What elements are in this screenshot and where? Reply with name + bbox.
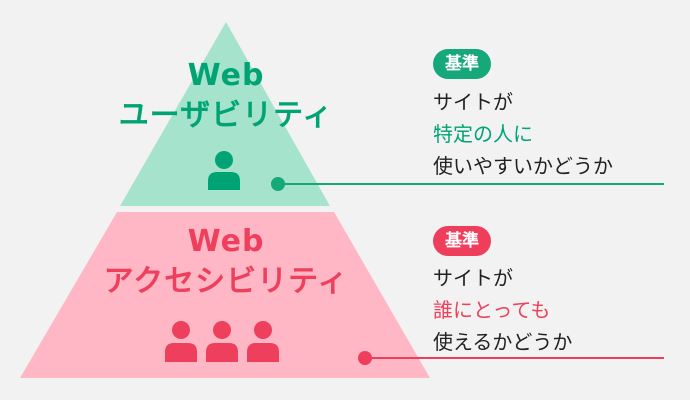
usability-connector-dot — [271, 177, 285, 191]
usability-title: Web ユーザビリティ — [96, 56, 356, 136]
usability-title-main: ユーザビリティ — [118, 98, 334, 133]
accessibility-desc-highlight: 誰にとっても — [433, 298, 551, 322]
accessibility-title-web: Web — [187, 224, 265, 259]
usability-criteria-badge: 基準 — [433, 49, 491, 79]
accessibility-description: サイトが 誰にとっても 使えるかどうか — [433, 262, 572, 358]
usability-description: サイトが 特定の人に 使いやすいかどうか — [433, 86, 613, 182]
accessibility-desc-line1: サイトが — [433, 266, 513, 290]
usability-title-web: Web — [187, 58, 265, 93]
accessibility-title-main: アクセシビリティ — [103, 264, 349, 299]
usability-desc-line1: サイトが — [433, 90, 513, 114]
person-icon — [165, 321, 197, 362]
accessibility-criteria-badge: 基準 — [433, 226, 491, 256]
person-icon — [208, 151, 240, 190]
accessibility-desc-line3: 使えるかどうか — [433, 330, 573, 354]
person-icon — [247, 321, 279, 362]
usability-tier — [120, 22, 330, 206]
accessibility-connector-dot — [358, 351, 372, 365]
person-icon — [206, 321, 238, 362]
accessibility-title: Web アクセシビリティ — [56, 222, 396, 302]
accessibility-tier — [20, 212, 430, 378]
usability-desc-highlight: 特定の人に — [433, 122, 533, 146]
usability-desc-line3: 使いやすいかどうか — [433, 154, 613, 178]
